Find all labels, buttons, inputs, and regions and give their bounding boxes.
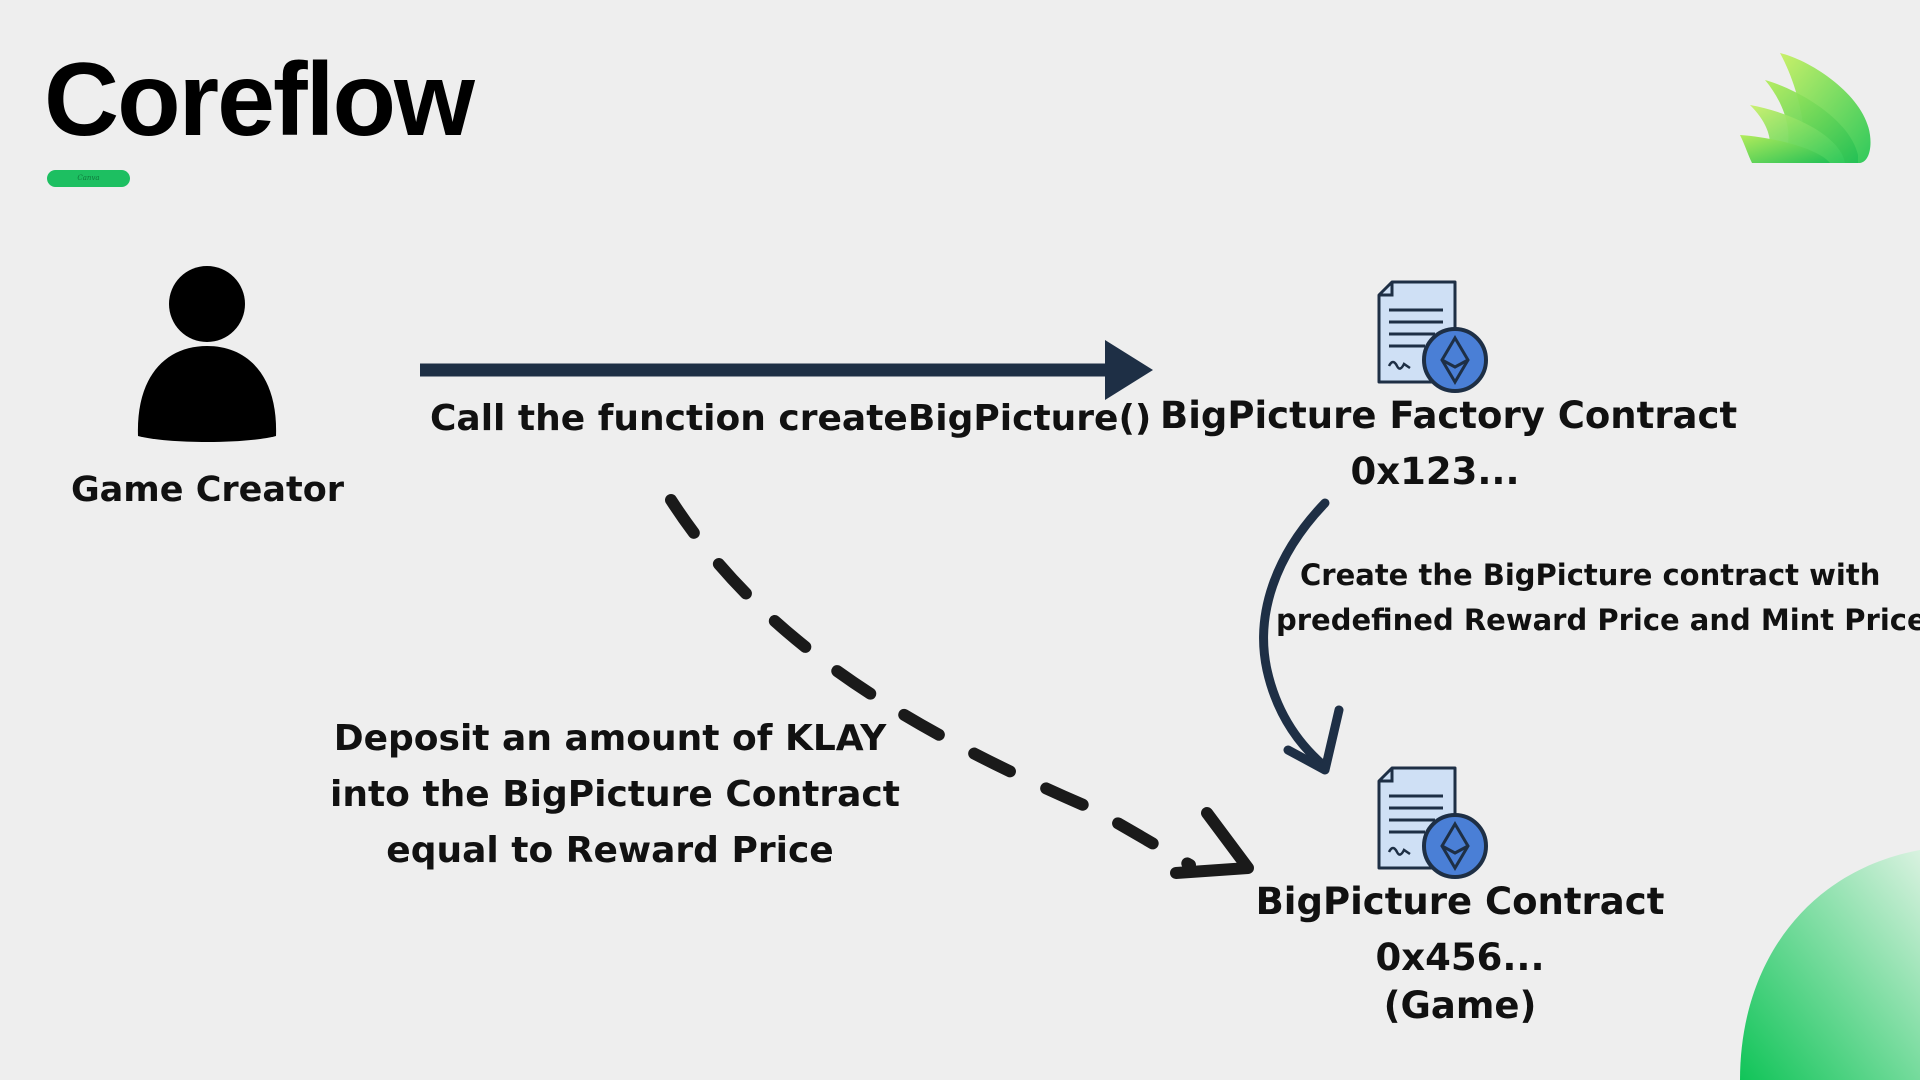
deposit-label-line1: Deposit an amount of KLAY — [333, 718, 887, 759]
create-arrow — [1259, 498, 1344, 775]
bigpicture-contract-name: BigPicture Contract — [1255, 880, 1665, 923]
call-arrow — [420, 340, 1153, 400]
green-quarter-circle — [1740, 850, 1920, 1080]
deposit-label-line3: equal to Reward Price — [386, 830, 834, 871]
factory-contract-address: 0x123... — [1350, 450, 1520, 493]
title-underline-pill: Canva — [47, 170, 130, 187]
person-icon — [137, 266, 277, 442]
factory-contract-name: BigPicture Factory Contract — [1160, 394, 1738, 437]
page-title: Coreflow — [44, 42, 475, 158]
ethereum-contract-icon — [1377, 766, 1488, 879]
ethereum-contract-icon — [1377, 280, 1488, 393]
bigpicture-contract-address: 0x456... — [1375, 936, 1545, 979]
create-contract-label-line1: Create the BigPicture contract with — [1300, 558, 1881, 592]
game-creator-label: Game Creator — [70, 470, 345, 510]
deposit-label-line2: into the BigPicture Contract — [330, 774, 900, 815]
call-function-label: Call the function createBigPicture() — [430, 398, 1152, 439]
deposit-arrow — [665, 494, 1254, 879]
create-contract-label-line2: predefined Reward Price and Mint Price. — [1276, 603, 1920, 637]
green-leaf-logo-icon — [1740, 53, 1871, 163]
bigpicture-contract-note: (Game) — [1383, 984, 1537, 1027]
